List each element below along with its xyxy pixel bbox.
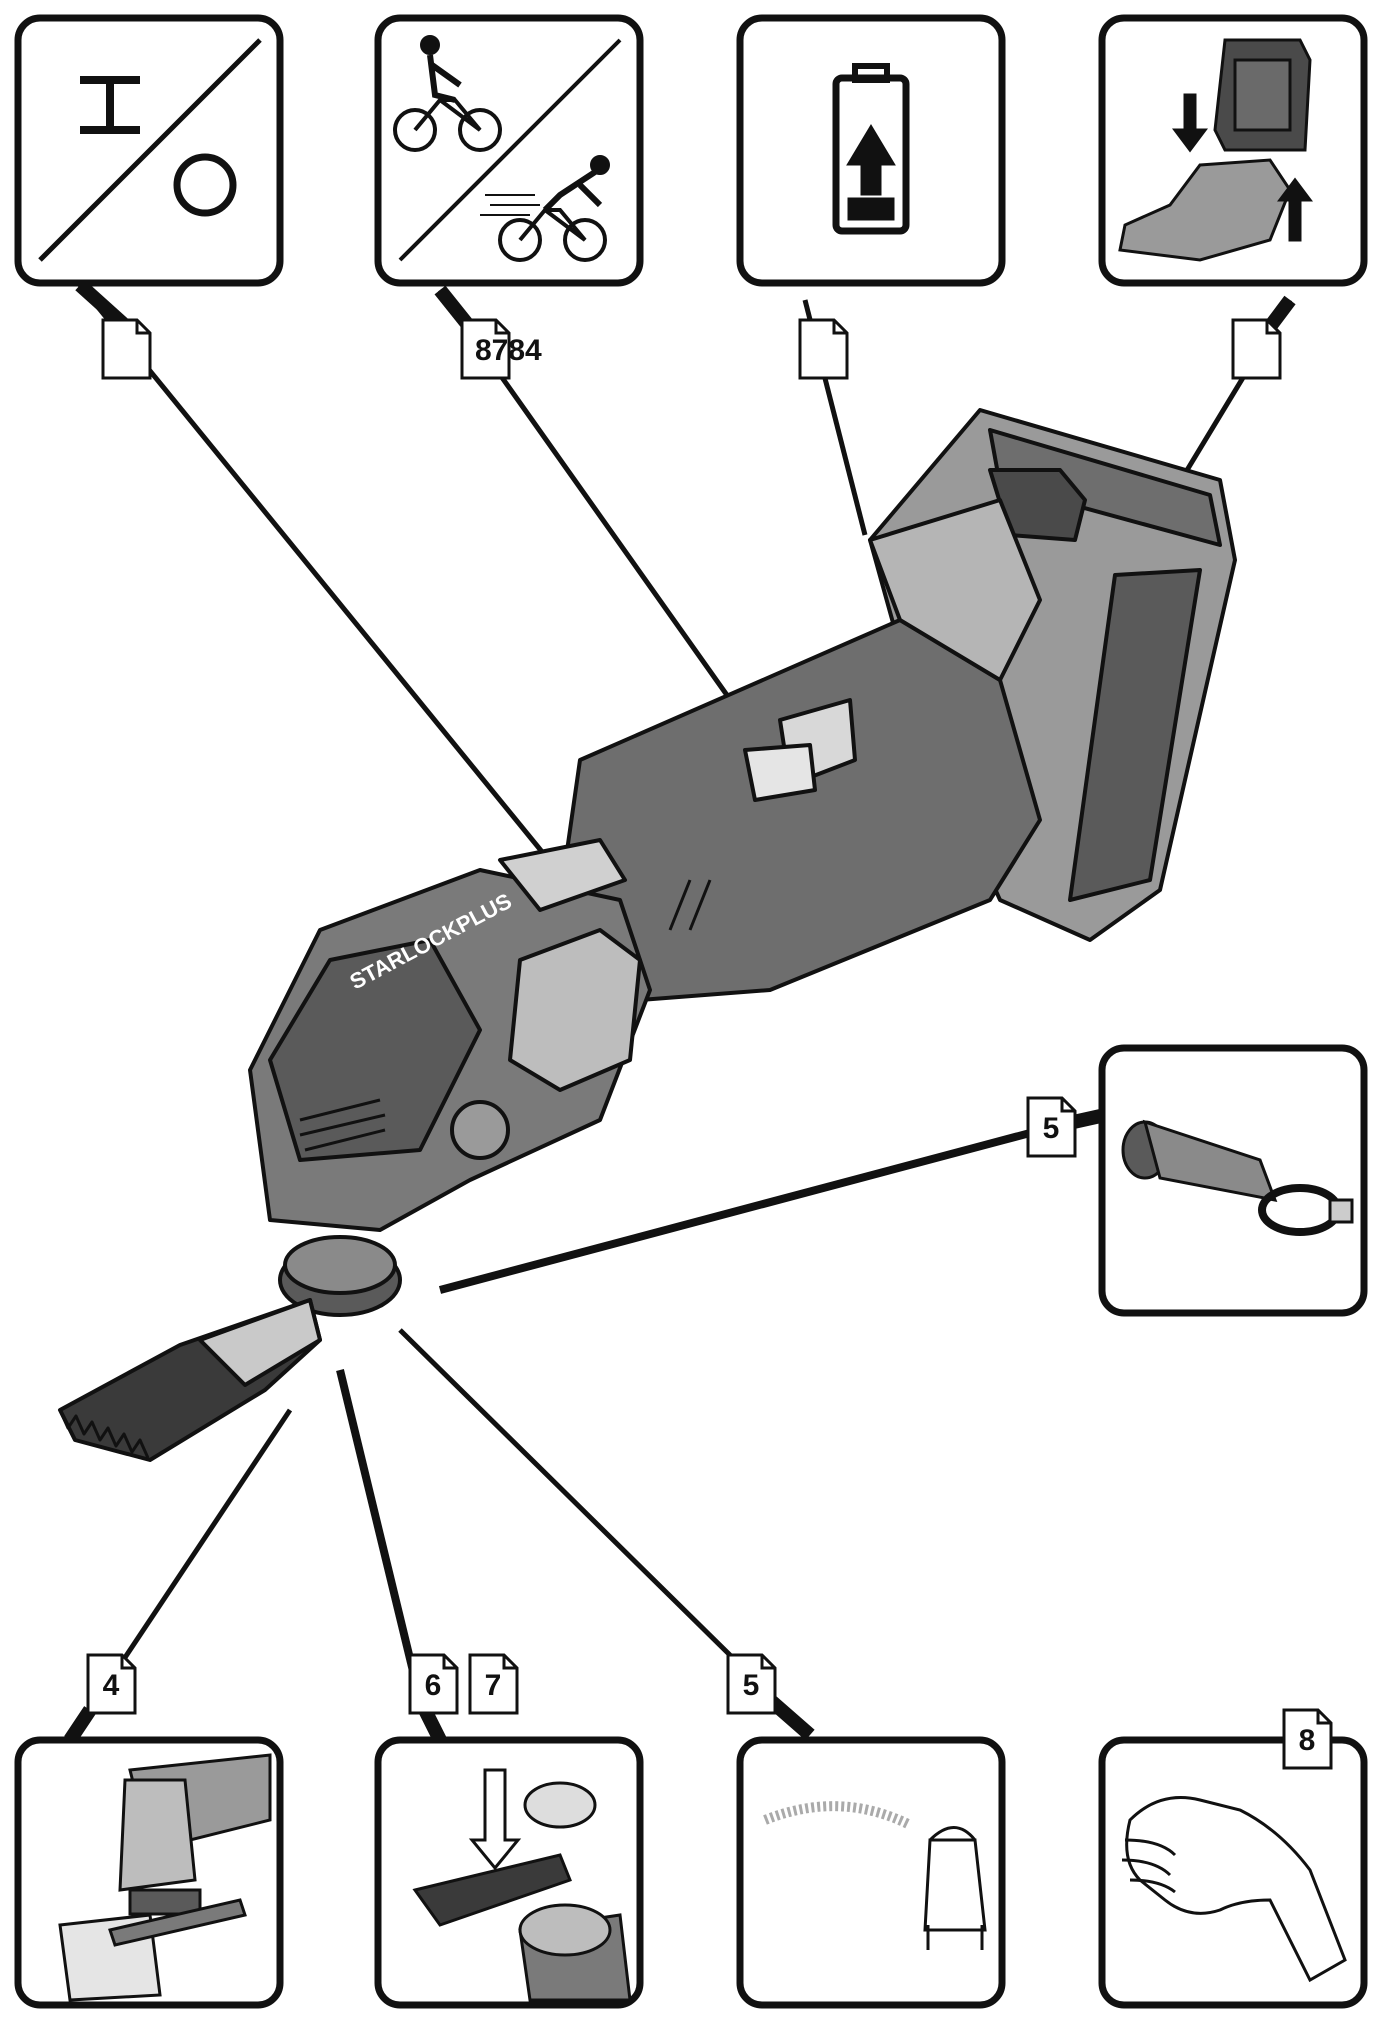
callout-dust-adapter: 5 [1026, 1096, 1077, 1158]
panel-battery-insert [1098, 14, 1368, 380]
svg-text:7: 7 [485, 1669, 502, 1702]
svg-text:5: 5 [743, 1669, 760, 1702]
panel-blade-change: 6 7 [374, 1653, 644, 2009]
vents [299, 879, 712, 1152]
on-off-switch-icon [38, 38, 262, 262]
battery-charge-icon [832, 63, 910, 235]
speed-wheel [743, 743, 817, 802]
panel-depth-stop: 4 [14, 1653, 284, 2009]
speed-bicycle-icon [393, 35, 622, 262]
callout-onoff [101, 318, 152, 380]
blade-change-icon [412, 1768, 632, 2002]
panel-dust-extraction: 5 [726, 1653, 1006, 2009]
callout-vibration: 8 [1282, 1708, 1333, 1770]
dust-adapter-icon [1121, 1119, 1354, 1236]
callout-battery [798, 318, 849, 380]
multitool-illustration: STARLOCKPLUS [58, 408, 1237, 1462]
hand-icon [1121, 1796, 1347, 1983]
panel-on-off [14, 14, 284, 380]
svg-text:8: 8 [1299, 1724, 1316, 1757]
callout-tool-change-a: 6 [408, 1653, 459, 1715]
svg-text:6: 6 [425, 1669, 442, 1702]
svg-text:5: 5 [1043, 1112, 1060, 1145]
depth-stop-icon [58, 1753, 272, 2002]
panel-speed: 8784 [374, 14, 644, 380]
vacuum-icon [763, 1801, 987, 1950]
panel-vibration: 8 [1098, 1708, 1368, 2009]
callout-speed: 8784 [460, 318, 542, 380]
callout-dust-extraction: 5 [726, 1653, 777, 1715]
svg-text:8784: 8784 [475, 334, 542, 367]
battery-insert-icon [1118, 38, 1313, 262]
svg-text:4: 4 [103, 1669, 120, 1702]
callout-battery-insert [1231, 318, 1282, 380]
on-off-switch [498, 838, 627, 912]
callout-tool-change-b: 7 [468, 1653, 519, 1715]
callout-accessory-mount: 4 [86, 1653, 137, 1715]
panel-dust-adapter: 5 [1026, 1044, 1368, 1317]
panel-battery-charge [736, 14, 1006, 380]
